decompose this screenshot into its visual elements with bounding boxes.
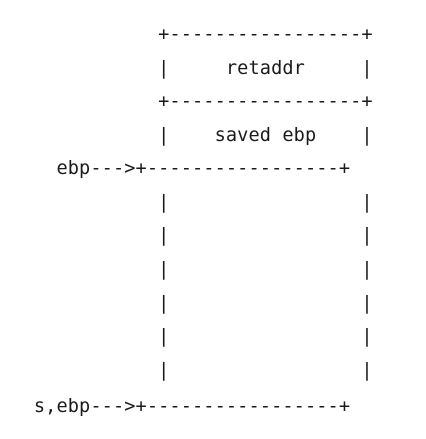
saved-ebp-slot: | saved ebp |	[0, 125, 373, 146]
retaddr-slot: | retaddr |	[0, 58, 373, 79]
frame-top-border: +-----------------+	[0, 24, 373, 45]
frame-body-row: | |	[0, 259, 373, 280]
frame-body-row: | |	[0, 326, 373, 347]
frame-body-row: | |	[0, 293, 373, 314]
frame-body-row: | |	[0, 192, 373, 213]
ebp-pointer-line: ebp--->+-----------------+	[0, 158, 351, 179]
s-ebp-pointer-line: s,ebp--->+-----------------+	[0, 396, 351, 417]
frame-body-row: | |	[0, 225, 373, 246]
frame-body-row: | |	[0, 360, 373, 381]
retaddr-bottom-border: +-----------------+	[0, 91, 373, 112]
